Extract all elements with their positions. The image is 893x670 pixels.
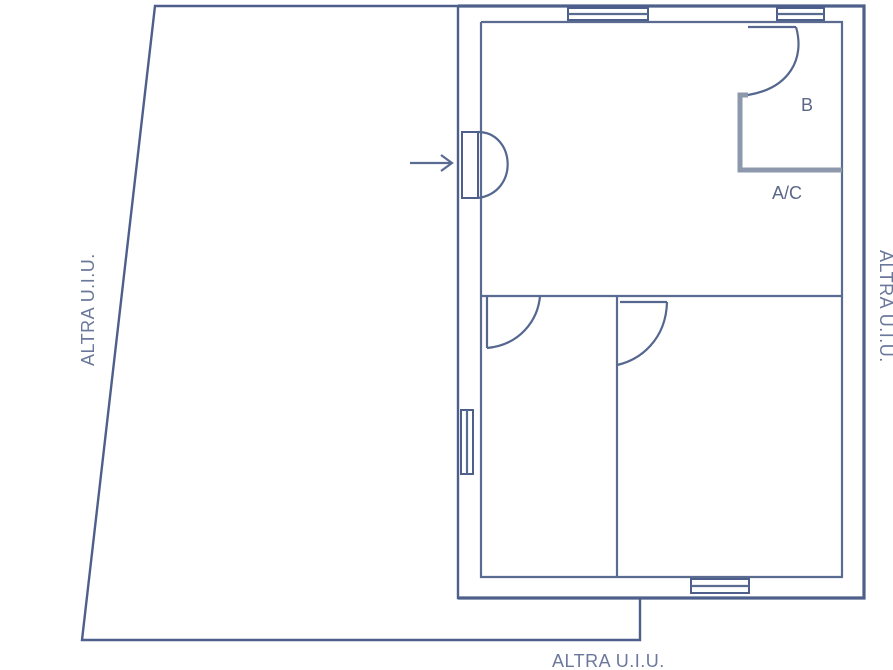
entrance-arrow-head [440,154,454,172]
bathroom-walls [737,92,842,173]
building-inner-walls [479,20,844,579]
lot-outline [80,4,642,642]
doors [461,25,800,367]
bathroom-partition [737,92,842,173]
bathroom-label: B [801,95,813,115]
entrance-door-frame [461,131,479,199]
inner-wall-outline [479,20,844,579]
labels: ALTRA U.I.U. ALTRA U.I.U. ALTRA U.I.U. B… [78,95,893,670]
bathroom-door-swing [747,26,800,97]
left-room-door-swing [486,295,542,350]
outer-lot-boundary [80,4,642,642]
entrance-arrow [410,154,454,172]
kitchen-label: A/C [772,183,802,203]
windows [460,7,825,594]
left-boundary-label: ALTRA U.I.U. [78,253,98,366]
entrance-door-swing [477,130,509,200]
building-outer-walls [458,4,866,600]
right-boundary-label: ALTRA U.I.U. [876,250,893,363]
right-room-door-swing [616,301,669,367]
bottom-boundary-label: ALTRA U.I.U. [552,651,665,670]
building-outline [458,4,866,600]
